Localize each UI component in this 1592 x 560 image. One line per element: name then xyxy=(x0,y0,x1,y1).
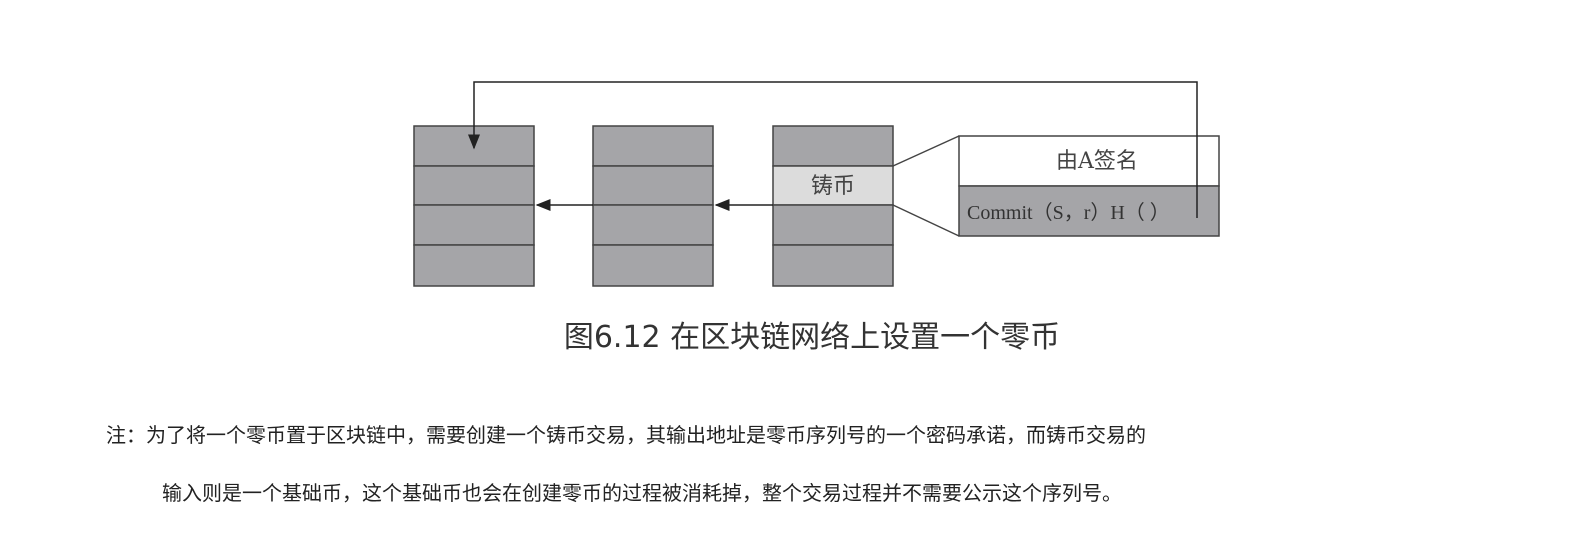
signed-by-a-label: 由A签名 xyxy=(1056,149,1138,174)
figure-caption: 图6.12 在区块链网络上设置一个零币 xyxy=(563,320,1061,355)
mint-label: 铸币 xyxy=(811,174,855,199)
chain-arrows xyxy=(468,81,1198,218)
transaction-box xyxy=(892,135,1220,237)
note-line-1: 注：为了将一个零币置于区块链中，需要创建一个铸币交易，其输出地址是零币序列号的一… xyxy=(106,423,1146,447)
block-2 xyxy=(592,125,714,287)
commit-label: Commit（S，r）H（ ） xyxy=(967,201,1170,224)
block-1 xyxy=(413,125,535,287)
block-3 xyxy=(772,125,894,287)
note-line-2: 输入则是一个基础币，这个基础币也会在创建零币的过程被消耗掉，整个交易过程并不需要… xyxy=(162,481,1122,505)
